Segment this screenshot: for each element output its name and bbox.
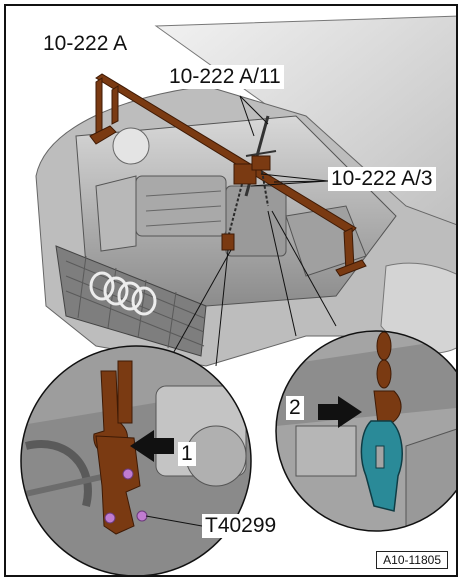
detail-circle-right: [275, 330, 456, 532]
front-grille: [55, 245, 207, 357]
chain-link-icon: [373, 331, 402, 425]
hook-small: [221, 233, 235, 251]
brand-rings-icon: [89, 271, 157, 316]
detail-circle-left: [20, 345, 252, 575]
bolt-icon: [104, 468, 148, 524]
leader-lines: [165, 95, 337, 367]
callout-1: 1: [178, 442, 196, 466]
label-10-222-a11: 10-222 A/11: [166, 65, 284, 89]
arrow-icon-1: [130, 430, 174, 462]
engine-illustration: [20, 15, 456, 575]
label-10-222-a: 10-222 A: [40, 32, 131, 56]
label-10-222-a3: 10-222 A/3: [328, 167, 436, 191]
t40299-leader: [145, 515, 203, 527]
lifting-beam: [89, 73, 367, 277]
figure-frame: 10-222 A 10-222 A/11 10-222 A/3 1 2 T402…: [4, 4, 458, 577]
spindle-a11: [233, 115, 277, 197]
figure-reference: A10-11805: [376, 551, 448, 569]
chains: [227, 170, 269, 239]
tool-t40299: [93, 360, 141, 535]
arrow-icon-2: [318, 396, 362, 428]
label-t40299: T40299: [202, 514, 280, 538]
callout-2: 2: [286, 396, 304, 420]
